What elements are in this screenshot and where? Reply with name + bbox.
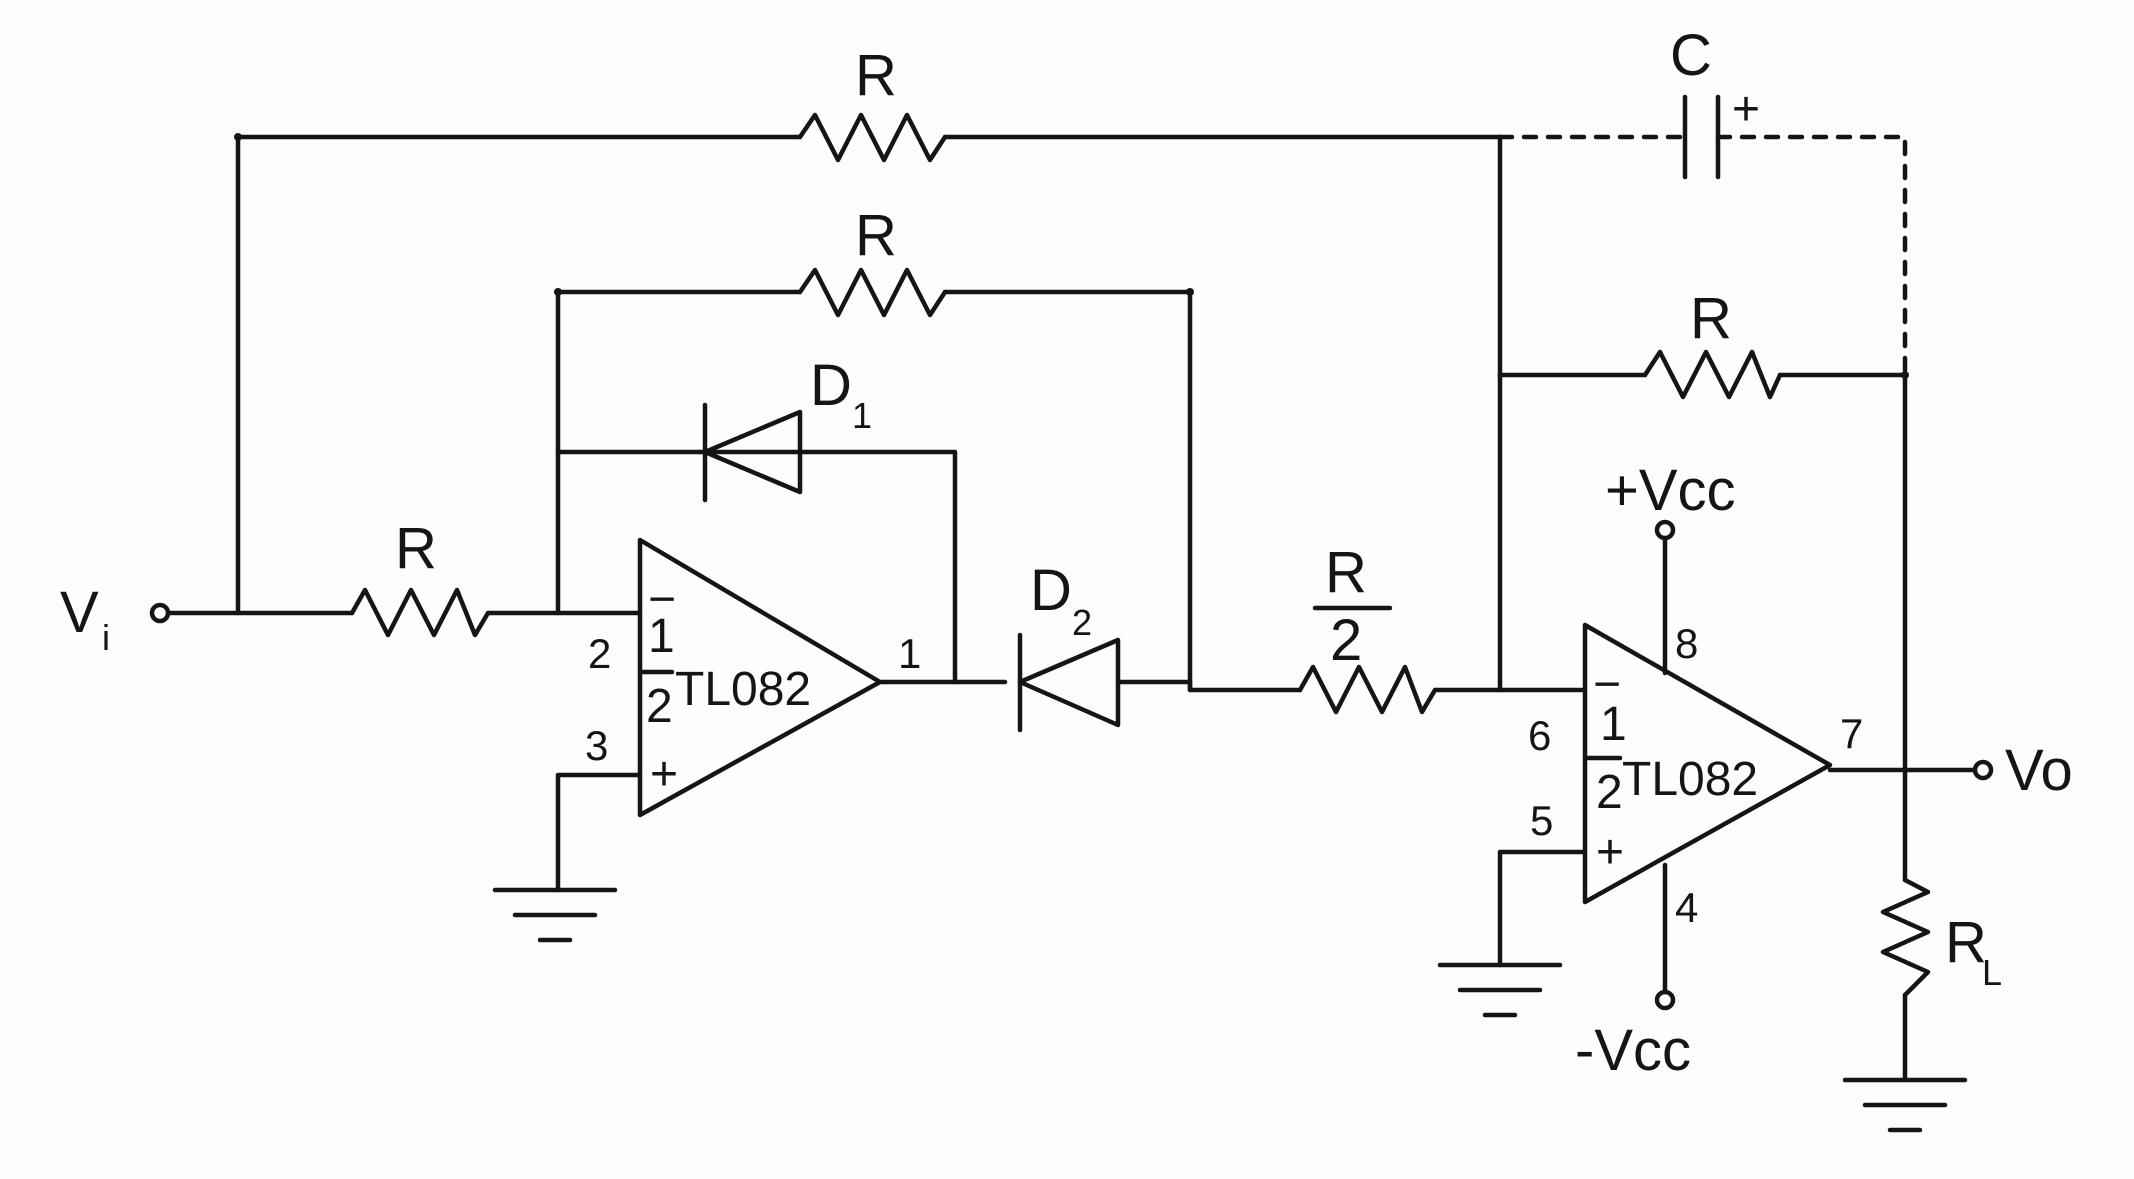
opamp2-pin-vpos: 8 <box>1675 620 1698 667</box>
label-r-top: R <box>855 43 897 108</box>
label-vo: Vo <box>2005 738 2073 803</box>
vi-terminal <box>149 602 171 624</box>
opamp2-pin-inv: 6 <box>1528 712 1551 759</box>
wire-d1-right <box>797 449 958 685</box>
vo-terminal <box>1972 759 1994 781</box>
label-vcc-neg: -Vcc <box>1575 1018 1691 1083</box>
ground-symbol-opamp1 <box>492 887 618 943</box>
resistor-right <box>1642 349 1783 400</box>
wire-top-feedback-left <box>235 134 803 616</box>
resistors <box>349 112 1931 998</box>
label-d1-sub: 1 <box>852 395 872 436</box>
opamp1-pin-noninv: 3 <box>585 722 608 769</box>
capacitor-c <box>1682 94 1721 180</box>
terminals <box>149 519 1994 1011</box>
label-r-load: R <box>1945 910 1987 975</box>
resistor-input <box>349 587 491 638</box>
label-d2: D <box>1030 558 1072 623</box>
wire-opamp1-fb-right <box>942 289 1193 693</box>
diode-d2-triangle <box>1017 637 1121 728</box>
label-r-input: R <box>395 516 437 581</box>
opamp1-frac-den: 2 <box>646 680 673 733</box>
opamp1-name: TL082 <box>675 663 811 716</box>
opamp1-labels: − 1 2 TL082 + 2 3 1 <box>585 573 921 801</box>
junction-dot <box>554 288 562 296</box>
resistor-half <box>1297 664 1438 715</box>
opamp1-pin-out: 1 <box>898 630 921 677</box>
label-vi: V <box>60 580 99 645</box>
opamp1-frac-num: 1 <box>648 610 675 663</box>
opamp1-plus: + <box>650 748 678 801</box>
label-d2-sub: 2 <box>1072 602 1092 643</box>
opamp2-pin-out: 7 <box>1840 710 1863 757</box>
label-vcc-pos: +Vcc <box>1605 458 1736 523</box>
label-r-load-sub: L <box>1982 952 2002 993</box>
opamp2-name: TL082 <box>1622 753 1758 806</box>
junction-dot <box>1901 371 1909 379</box>
resistor-top <box>797 112 948 163</box>
opamp2-minus: − <box>1593 658 1621 711</box>
ground-symbol-opamp2 <box>1437 962 1563 1018</box>
vcc-pos-terminal <box>1654 519 1676 541</box>
opamp2-plus: + <box>1596 826 1624 879</box>
label-r-right: R <box>1690 286 1732 351</box>
ground-symbol-load <box>1842 1077 1968 1133</box>
label-vi-sub: i <box>102 617 110 658</box>
opamp2-frac-den: 2 <box>1596 766 1623 819</box>
opamp1-minus: − <box>648 573 676 626</box>
label-d1: D <box>810 353 852 418</box>
wire-opamp1-noninv-ground <box>555 772 643 893</box>
wire-d2-to-r2 <box>1115 679 1303 693</box>
junction-dot <box>1186 288 1194 296</box>
wire-cap-right <box>1715 134 1908 378</box>
opamp2-pin-noninv: 5 <box>1530 797 1553 844</box>
opamp1-pin-inv: 2 <box>588 630 611 677</box>
junction-dot <box>234 133 242 141</box>
opamp2-pin-vneg: 4 <box>1675 884 1698 931</box>
resistor-mid <box>797 267 948 318</box>
opamp2-triangle <box>1582 622 1833 905</box>
label-r-half-den: 2 <box>1330 608 1362 673</box>
wire-opamp2-noninv-ground <box>1497 849 1588 968</box>
label-c: C <box>1670 23 1712 88</box>
opamp-1 <box>637 537 883 818</box>
label-r-mid: R <box>855 203 897 268</box>
label-c-plus: + <box>1732 83 1760 136</box>
opamp2-frac-num: 1 <box>1600 698 1627 751</box>
diodes <box>697 402 1121 733</box>
resistor-load <box>1880 877 1931 998</box>
vcc-neg-terminal <box>1654 989 1676 1011</box>
opamp1-triangle <box>637 537 883 818</box>
label-r-half-num: R <box>1325 540 1367 605</box>
opamp2-labels: − 1 2 TL082 + 6 5 7 8 4 <box>1528 620 1863 931</box>
component-labels: R R R R 2 R R L C + D 1 D 2 V i Vo +Vcc … <box>60 23 2073 1083</box>
junction-dots <box>234 133 1909 379</box>
opamp-2 <box>1582 622 1833 905</box>
diode-d1-triangle <box>702 409 803 495</box>
